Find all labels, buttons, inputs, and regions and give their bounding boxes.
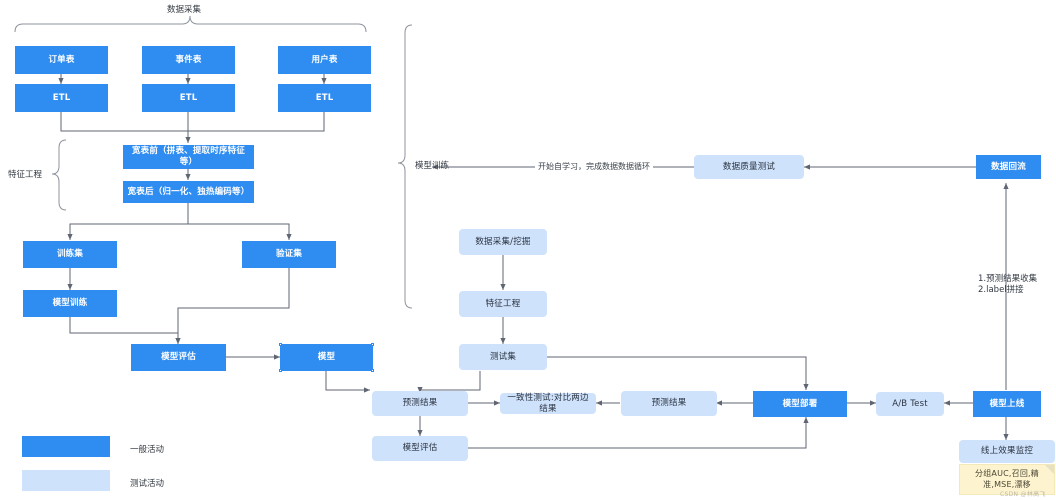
node-wide-table-after[interactable]: 宽表后（归一化、独热编码等） — [123, 181, 254, 203]
node-model-eval-bottom[interactable]: 模型评估 — [372, 436, 468, 461]
node-model-eval-left[interactable]: 模型评估 — [131, 344, 226, 371]
bracket-label-feature-engineering: 特征工程 — [8, 170, 43, 180]
selection-handle-tl[interactable] — [279, 343, 282, 346]
node-feature-engineering[interactable]: 特征工程 — [459, 291, 547, 317]
node-consistency-test[interactable]: 一致性测试:对比两边结果 — [500, 393, 596, 414]
node-metrics-note[interactable]: 分组AUC,召回,精准,MSE,漂移 — [959, 464, 1055, 495]
selection-handle-bl[interactable] — [279, 369, 282, 372]
node-ab-test[interactable]: A/B Test — [876, 392, 944, 416]
node-valid-set[interactable]: 验证集 — [242, 241, 336, 268]
node-model-deploy[interactable]: 模型部署 — [753, 391, 847, 417]
legend-label-general: 一般活动 — [130, 445, 165, 455]
legend-swatch-general — [22, 436, 110, 457]
node-predict-result-right[interactable]: 预测结果 — [621, 391, 717, 416]
legend-swatch-test — [22, 470, 110, 491]
node-event-table[interactable]: 事件表 — [142, 46, 235, 74]
node-online-monitor[interactable]: 线上效果监控 — [959, 440, 1055, 463]
node-data-quality-test[interactable]: 数据质量测试 — [694, 155, 804, 179]
diagram-title-data-collection: 数据采集 — [167, 5, 202, 15]
node-data-backflow[interactable]: 数据回流 — [976, 155, 1041, 179]
selection-handle-br[interactable] — [371, 369, 374, 372]
note-fold-corner — [1045, 465, 1054, 474]
node-user-table[interactable]: 用户表 — [278, 46, 371, 74]
edge-label-self-learning: 开始自学习，完成数据数据循环 — [535, 161, 653, 172]
node-model-training[interactable]: 模型训练 — [23, 290, 117, 317]
csdn-watermark: CSDN @林高飞 — [1000, 491, 1046, 498]
bracket-label-model-training: 模型训练 — [415, 161, 450, 171]
metrics-note-text: 分组AUC,召回,精准,MSE,漂移 — [975, 469, 1039, 489]
node-test-set[interactable]: 测试集 — [459, 344, 547, 370]
annotation-prediction-flow: 1.预测结果收集 2.label拼接 — [978, 274, 1038, 296]
selection-handle-tr[interactable] — [371, 343, 374, 346]
node-train-set[interactable]: 训练集 — [23, 241, 117, 268]
node-predict-result-left[interactable]: 预测结果 — [372, 391, 468, 416]
node-wide-table-before[interactable]: 宽表前（拼表、提取时序特征等） — [123, 145, 254, 169]
node-model-online[interactable]: 模型上线 — [973, 391, 1041, 417]
legend-label-test: 测试活动 — [130, 479, 165, 489]
node-etl-1[interactable]: ETL — [15, 84, 108, 112]
node-order-table[interactable]: 订单表 — [15, 46, 108, 74]
node-model[interactable]: 模型 — [280, 344, 373, 371]
node-etl-3[interactable]: ETL — [278, 84, 371, 112]
node-etl-2[interactable]: ETL — [142, 84, 235, 112]
node-data-collection-mining[interactable]: 数据采集/挖掘 — [459, 229, 547, 255]
